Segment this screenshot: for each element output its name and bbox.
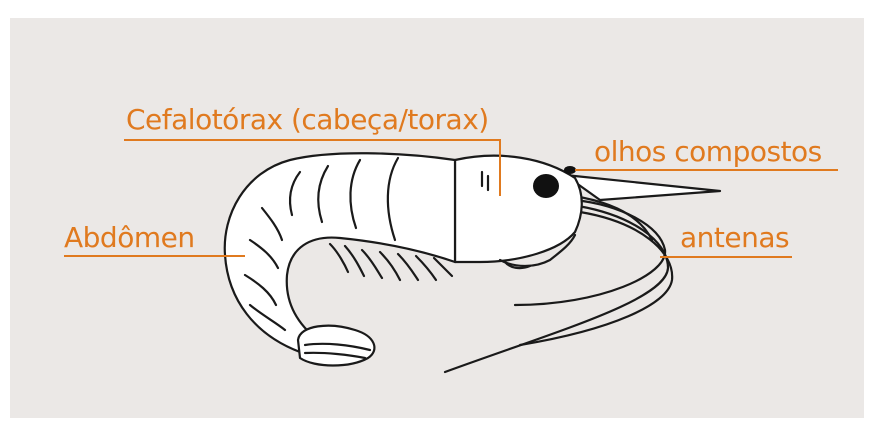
label-antennae: antenas — [680, 222, 789, 254]
leg-6 — [416, 256, 436, 280]
leg-5 — [398, 254, 418, 280]
tail-fan — [298, 326, 374, 366]
abdomen-outline — [225, 153, 455, 352]
label-abdomen: Abdômen — [64, 222, 195, 254]
cephalothorax-outline — [455, 156, 582, 262]
leg-1 — [330, 244, 348, 272]
label-compound-eyes: olhos compostos — [594, 136, 822, 168]
eye-stalk — [564, 166, 576, 174]
rostrum — [565, 175, 720, 200]
leg-3 — [362, 250, 382, 278]
label-cephalothorax: Cefalotórax (cabeça/torax) — [126, 104, 489, 136]
compound-eye — [533, 174, 559, 198]
leg-4 — [380, 252, 400, 280]
